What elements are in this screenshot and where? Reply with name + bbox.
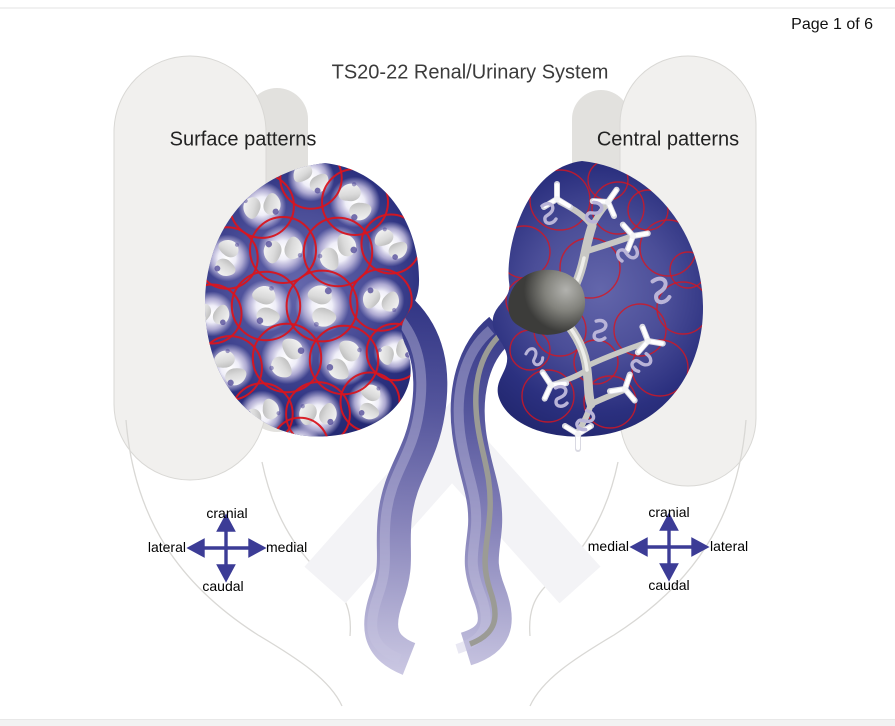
lobule-vessel-ring xyxy=(270,416,330,437)
central-vessel-ring xyxy=(669,251,704,289)
compass-left-lateral-label: lateral xyxy=(147,539,186,555)
right-ribbon-highlight xyxy=(453,326,495,654)
lobule-vessel-ring xyxy=(349,268,413,332)
lobule-vessel-ring xyxy=(360,213,420,275)
lobule-vessel-ring xyxy=(365,322,420,382)
compass-right-caudal-label: caudal xyxy=(648,577,690,593)
compass-right-lateral-label: lateral xyxy=(710,538,749,554)
ureter-ribbons xyxy=(364,281,516,675)
page-top-rule xyxy=(0,7,895,9)
lobule-vessel-ring xyxy=(249,216,317,284)
lobule-vessel-ring xyxy=(251,322,323,394)
renal-pelvis xyxy=(508,269,586,335)
watermark-chevron xyxy=(304,400,601,604)
compass-right-cranial-label: cranial xyxy=(648,504,690,520)
compass-right-medial-label: medial xyxy=(587,538,629,554)
central-vessel-ring xyxy=(656,281,704,335)
surface-patterns-label: Surface patterns xyxy=(169,128,317,151)
lobule-vessel-ring xyxy=(279,163,343,210)
compass-left-arrows-icon xyxy=(186,513,267,583)
tree-branch xyxy=(584,340,648,369)
renal-lobule xyxy=(278,424,322,437)
diagram-title: TS20-22 Renal/Urinary System xyxy=(331,61,609,84)
right-body-outline xyxy=(529,419,747,707)
central-vessel-ring xyxy=(521,369,575,423)
lobule-vessel-ring xyxy=(302,216,374,288)
compass-left-medial-label: medial xyxy=(266,539,308,555)
lobule-vessel-ring xyxy=(204,283,243,345)
central-patterns-label: Central patterns xyxy=(596,128,740,151)
lobule-vessel-ring xyxy=(230,270,302,342)
central-vessel-ring xyxy=(591,181,645,235)
central-vessel-ring xyxy=(613,303,667,357)
central-vessel-ring xyxy=(627,189,669,231)
compass-left-cranial-label: cranial xyxy=(206,505,248,521)
page-indicator: Page 1 of 6 xyxy=(791,16,873,33)
lobule-vessel-ring xyxy=(285,381,351,437)
left-ribbon-highlight xyxy=(367,291,427,664)
ureter-duct xyxy=(468,321,516,647)
compass-left-caudal-label: caudal xyxy=(202,578,244,594)
compass-right-arrows-icon xyxy=(629,512,710,582)
left-ureter-ribbon xyxy=(364,281,448,675)
left-body-outline xyxy=(125,419,343,707)
lobule-vessel-ring xyxy=(285,269,359,343)
page-bottom-rule xyxy=(0,719,895,726)
tree-branch xyxy=(581,234,633,255)
